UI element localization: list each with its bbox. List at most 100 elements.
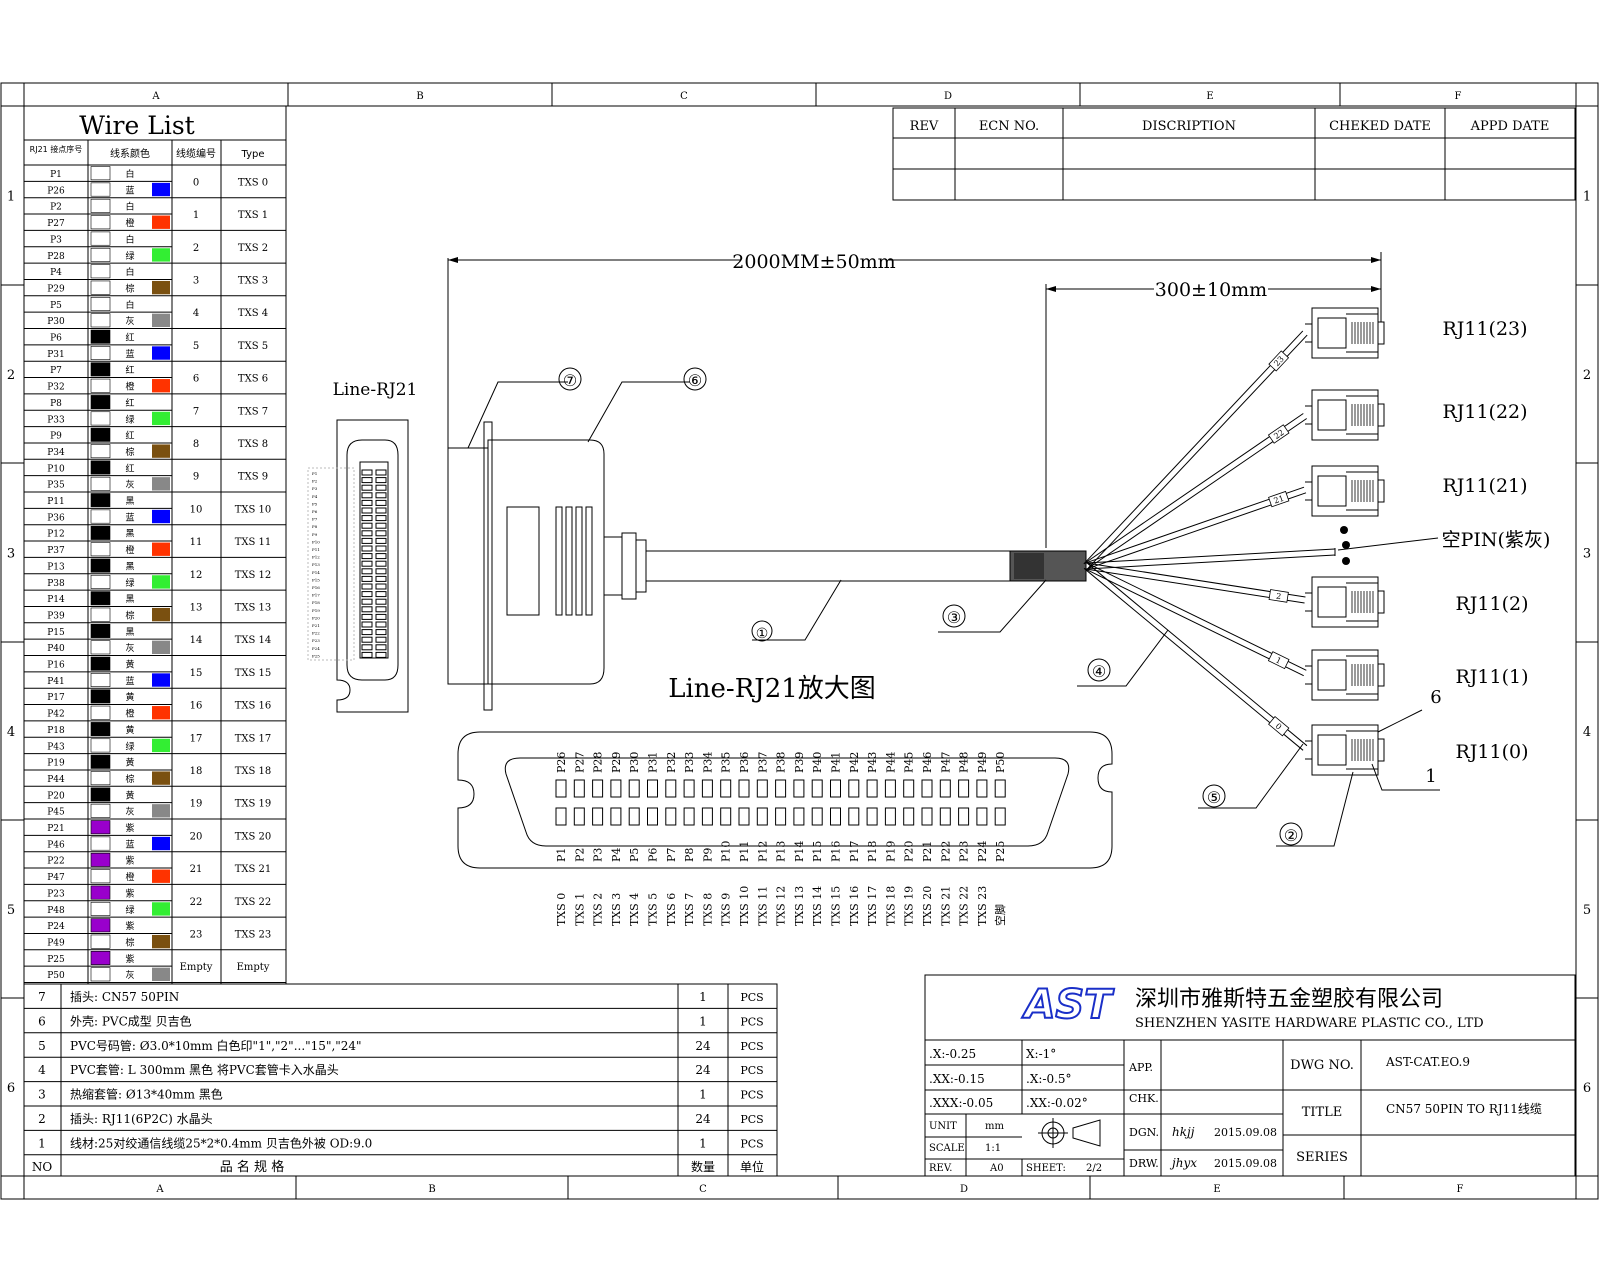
svg-text:⑦: ⑦ [563,371,577,390]
wire-color-name: 紫 [125,921,134,932]
small-pin [361,568,373,575]
enlarged-pin-top [573,779,585,798]
sleeve-mark: 21 [1273,494,1286,506]
wire-color-name: 白 [125,168,134,180]
wire-number: 4 [193,308,199,319]
enlarged-type-label: TXS 6 [665,893,678,926]
rj11-plug [1305,649,1385,701]
row-label-left: 1 [7,190,15,205]
bom-no: 7 [38,990,46,1004]
wire-number: 0 [193,177,199,188]
rev-value: A0 [989,1163,1004,1174]
wire-color-name: 橙 [125,381,134,393]
sheet-value: 2/2 [1086,1163,1102,1174]
wire-color-name: 白 [125,266,134,278]
wire-color-swatch [90,247,111,262]
wire-number: 2 [193,243,199,254]
wire-list-title: Wire List [79,111,194,140]
wire-color-mark [152,967,170,981]
enlarged-top-pin-label: P32 [665,752,678,773]
wire-color-mark [152,346,170,360]
wire-pin: P26 [47,186,65,196]
wire-pin: P41 [47,677,65,687]
small-pin [375,598,387,605]
small-pin [375,537,387,544]
wire-type: TXS 6 [238,374,268,385]
wire-color-mark [152,869,170,883]
wire-number: 12 [190,570,203,581]
small-pin [375,522,387,529]
wire-color-swatch [90,476,111,491]
number-sleeve: 22 [1267,424,1290,444]
wire-color-name: 黑 [125,627,134,638]
dwg-no-label: DWG NO. [1290,1058,1354,1073]
small-pin [375,644,387,651]
bom-description: 插头: RJ11(6P2C) 水晶头 [70,1112,213,1126]
enlarged-type-label: TXS 9 [720,893,733,926]
wire-type: TXS 7 [238,406,268,417]
rj-label-2: RJ11(2) [1455,593,1528,615]
wire-number: 17 [190,733,203,744]
wire-color-swatch [90,852,111,867]
svg-text:②: ② [1284,826,1298,845]
wire-pin: P14 [47,595,65,605]
wire-pin: P2 [50,203,62,213]
enlarged-bottom-pin-label: P17 [848,841,861,862]
small-pin-label: P8 [312,524,318,529]
bom-no: 4 [38,1063,46,1077]
wire-color-mark [152,607,170,622]
enlarged-type-label: TXS 2 [592,893,605,926]
small-pin [375,477,387,484]
rj-label-0: RJ11(0) [1455,741,1528,763]
enlarged-top-pin-label: P48 [958,752,971,773]
rj11-plug [1305,465,1385,517]
company-name-en: SHENZHEN YASITE HARDWARE PLASTIC CO., LT… [1135,1016,1484,1031]
wire-color-swatch [90,689,111,704]
wire-color-name: 白 [125,201,134,213]
rj-label-1: RJ11(1) [1455,666,1528,688]
wire-color-swatch [90,329,111,344]
enlarged-bottom-pin-label: P6 [647,848,660,862]
heat-shrink-sleeve [1009,550,1087,582]
wire-color-swatch [90,607,111,622]
small-pin [375,629,387,636]
enlarged-bottom-pin-label: P16 [830,841,843,862]
wire-color-mark [152,280,170,295]
dgn-date: 2015.09.08 [1214,1126,1277,1139]
sleeve-mark: 0 [1274,721,1284,731]
enlarged-pin-top [976,779,988,798]
wire-pin: P27 [47,219,65,229]
small-pin [361,621,373,628]
small-pin [375,499,387,506]
small-pin [361,583,373,590]
wire-color-mark [152,902,170,916]
rj11-plug [1305,724,1385,776]
enlarged-bottom-pin-label: P8 [683,848,696,862]
connector-shell [447,421,647,711]
enlarged-top-pin-label: P41 [830,752,843,773]
enlarged-pin-top [720,779,732,798]
enlarged-pin-top [793,779,805,798]
number-sleeve: 21 [1268,490,1290,508]
title-value: CN57 50PIN TO RJ11线缆 [1386,1102,1542,1116]
column-label-bottom: E [1213,1184,1220,1195]
wire-color-name: 橙 [125,708,134,720]
enlarged-type-label: TXS 5 [647,893,660,926]
bom-unit: PCS [740,1015,763,1028]
sleeve-mark: 2 [1275,592,1281,602]
fanout-wire: 2 [1085,562,1306,604]
small-pin [361,651,373,658]
row-label-left: 3 [7,547,15,562]
enlarged-top-pin-label: P29 [610,752,623,773]
wire-pin: P36 [47,513,65,523]
enlarged-type-label: TXS 7 [683,893,696,926]
rj11-plug [1305,576,1385,628]
rj-label-23: RJ11(23) [1442,318,1527,340]
connector-label: Line-RJ21 [333,380,418,400]
wire-color-name: 白 [125,233,134,245]
enlarged-pin-bottom [921,807,933,826]
